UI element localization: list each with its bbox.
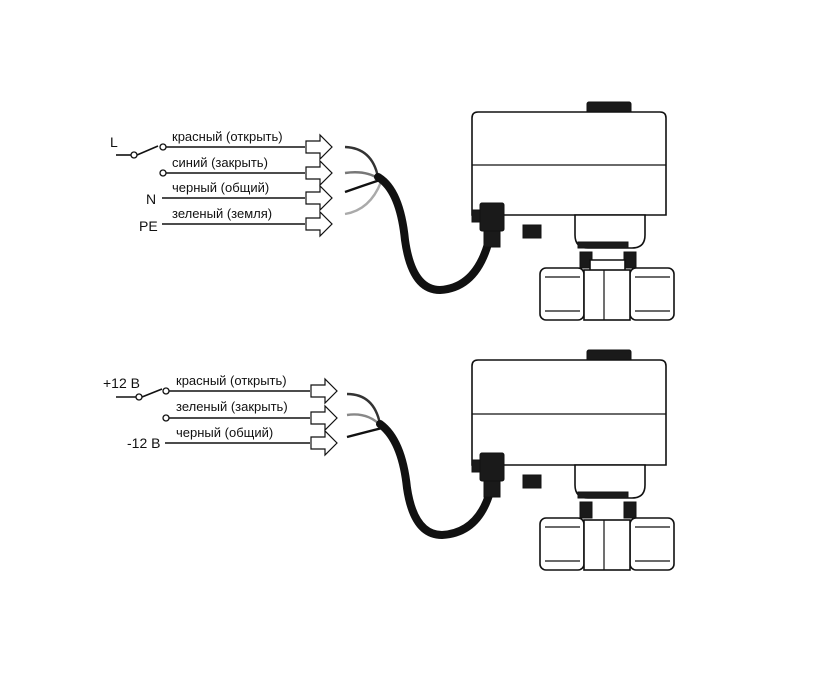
- cable-1: [374, 173, 492, 295]
- switch-1-label: L: [110, 134, 118, 150]
- side-label-n: N: [146, 191, 156, 207]
- arrow-icons-1: [305, 133, 333, 238]
- wire-label-red-1: красный (открыть): [172, 129, 283, 144]
- switch-1: L: [110, 134, 305, 159]
- wire-fan-1: [344, 145, 383, 216]
- switch-2-label: +12 В: [103, 375, 140, 391]
- actuator-2: [471, 349, 675, 571]
- arrow-icons-2: [310, 377, 338, 457]
- switch-2: +12 В: [103, 375, 310, 401]
- wire-label-black-2: черный (общий): [176, 425, 273, 440]
- side-label-pe: PE: [139, 218, 158, 234]
- side-label-minus12v: -12 В: [127, 435, 160, 451]
- cable-2: [376, 420, 494, 540]
- wire-label-black-1: черный (общий): [172, 180, 269, 195]
- wire-label-red-2: красный (открыть): [176, 373, 287, 388]
- wire-label-green-2: зеленый (закрыть): [176, 399, 288, 414]
- actuator-1: [471, 101, 675, 321]
- diagram-2: +12 В красный (открыть) зеленый (закрыть…: [103, 349, 675, 571]
- wire-fan-2: [346, 392, 383, 439]
- wire-label-blue-1: синий (закрыть): [172, 155, 268, 170]
- diagram-1: L красный (открыть) синий (закрыть) N че…: [110, 101, 675, 321]
- wire-label-green-1: зеленый (земля): [172, 206, 272, 221]
